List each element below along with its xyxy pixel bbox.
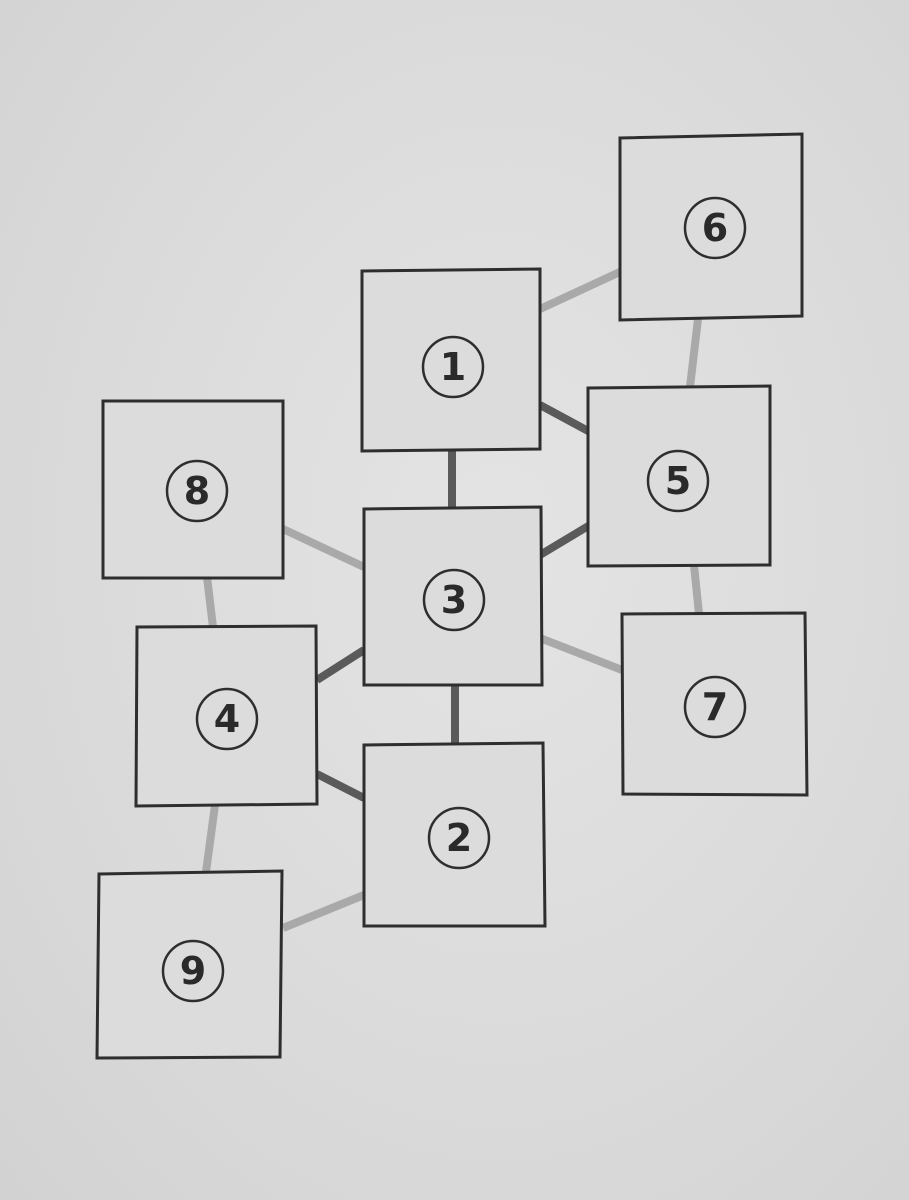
- node-number-circle: [161, 939, 225, 1003]
- node-6: 6: [618, 132, 804, 322]
- node-3: 3: [362, 505, 544, 687]
- edge-1-6: [538, 267, 624, 313]
- edge-3-4: [314, 646, 367, 684]
- node-5: 5: [586, 384, 772, 568]
- edges-layer: [202, 267, 703, 932]
- node-box: [618, 132, 804, 322]
- node-number: 3: [441, 578, 467, 622]
- node-number-circle: [683, 675, 747, 739]
- edge-5-7: [690, 564, 703, 615]
- node-number-circle: [646, 449, 710, 513]
- edge-8-4: [203, 576, 217, 628]
- edge-4-9: [202, 804, 219, 873]
- node-7: 7: [620, 611, 809, 797]
- node-number-circle: [422, 568, 486, 632]
- node-number: 2: [446, 816, 472, 860]
- edge-9-2: [281, 891, 366, 932]
- edge-6-5: [686, 318, 702, 388]
- node-box: [362, 505, 544, 687]
- edge-8-3: [281, 525, 366, 571]
- node-number: 8: [184, 469, 210, 513]
- node-2: 2: [362, 741, 547, 928]
- node-number: 5: [665, 459, 691, 503]
- node-number: 6: [702, 206, 728, 250]
- node-box: [101, 399, 285, 580]
- edge-3-5: [537, 521, 593, 559]
- node-4: 4: [134, 624, 319, 808]
- node-number-circle: [195, 687, 259, 751]
- node-number: 1: [440, 345, 466, 389]
- node-number-circle: [165, 459, 229, 523]
- node-number: 9: [180, 949, 206, 993]
- node-9: 9: [95, 869, 284, 1060]
- edge-3-7: [538, 634, 624, 674]
- node-box: [360, 267, 542, 453]
- node-8: 8: [101, 399, 285, 580]
- edge-4-2: [315, 770, 366, 802]
- node-box: [620, 611, 809, 797]
- node-box: [362, 741, 547, 928]
- node-number: 7: [702, 685, 728, 729]
- node-number: 4: [214, 697, 240, 741]
- node-number-circle: [421, 335, 485, 399]
- node-1: 1: [360, 267, 542, 453]
- node-number-circle: [683, 196, 747, 260]
- node-number-circle: [427, 806, 491, 870]
- node-box: [95, 869, 284, 1060]
- node-box: [134, 624, 319, 808]
- edge-1-5: [538, 401, 592, 436]
- node-box: [586, 384, 772, 568]
